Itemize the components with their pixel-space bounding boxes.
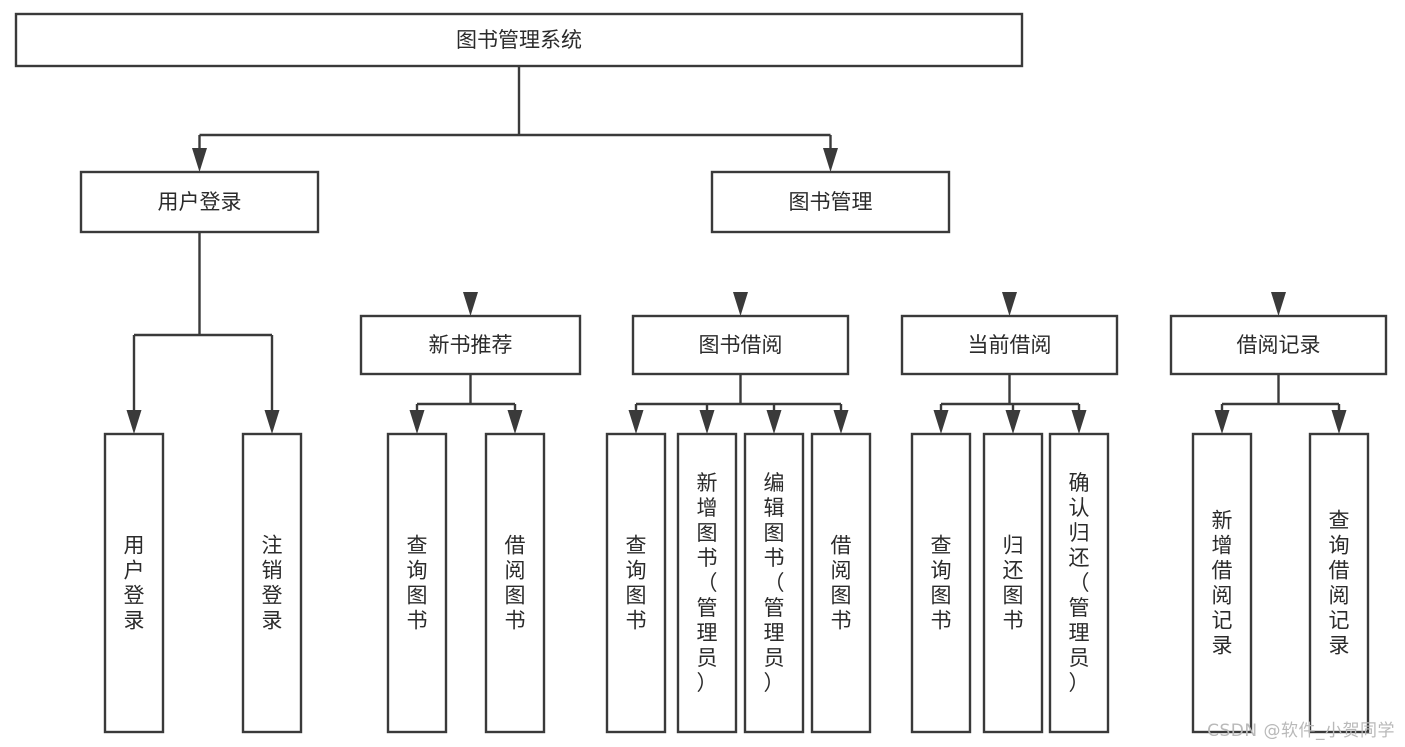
arrow-head-icon bbox=[192, 148, 207, 172]
node-leaf-return-book[interactable]: 归还图书 bbox=[982, 432, 1044, 734]
node-leaf-logout[interactable]: 注销登录 bbox=[241, 432, 303, 734]
node-box bbox=[1048, 432, 1110, 734]
arrow-head-icon bbox=[733, 292, 748, 316]
arrow-head-icon bbox=[933, 410, 949, 434]
node-label: 新增借阅记录 bbox=[1212, 509, 1233, 658]
node-leaf-query-book-2[interactable]: 查询图书 bbox=[605, 432, 667, 734]
node-label: 新书推荐 bbox=[429, 333, 513, 357]
node-box bbox=[910, 432, 972, 734]
node-book-manage[interactable]: 图书管理 bbox=[710, 170, 951, 234]
node-box bbox=[631, 314, 850, 376]
node-leaf-query-book-1[interactable]: 查询图书 bbox=[386, 432, 448, 734]
node-box bbox=[743, 432, 805, 734]
node-label: 用户登录 bbox=[158, 190, 242, 214]
node-label: 查询图书 bbox=[407, 534, 428, 633]
node-label: 查询借阅记录 bbox=[1329, 509, 1350, 658]
node-leaf-add-record[interactable]: 新增借阅记录 bbox=[1191, 432, 1253, 734]
connector-layer bbox=[127, 66, 1347, 434]
node-box bbox=[1191, 432, 1253, 734]
node-box bbox=[982, 432, 1044, 734]
arrow-head-icon bbox=[1002, 292, 1017, 316]
node-label: 注销登录 bbox=[262, 534, 283, 633]
node-new-book-rec[interactable]: 新书推荐 bbox=[359, 314, 582, 376]
arrow-head-icon bbox=[1331, 410, 1347, 434]
node-box bbox=[676, 432, 738, 734]
node-label: 借阅图书 bbox=[831, 534, 852, 633]
arrow-head-icon bbox=[823, 148, 838, 172]
node-label: 借阅记录 bbox=[1237, 333, 1321, 357]
node-box bbox=[1169, 314, 1388, 376]
node-book-borrow[interactable]: 图书借阅 bbox=[631, 314, 850, 376]
node-label: 图书借阅 bbox=[699, 333, 783, 357]
node-box bbox=[241, 432, 303, 734]
arrow-head-icon bbox=[766, 410, 782, 434]
node-leaf-borrow-book-2[interactable]: 借阅图书 bbox=[810, 432, 872, 734]
node-label: 查询图书 bbox=[626, 534, 647, 633]
node-leaf-confirm-return[interactable]: 确认归还（管理员） bbox=[1048, 432, 1110, 734]
arrow-head-icon bbox=[126, 410, 142, 434]
arrow-head-icon bbox=[1214, 410, 1230, 434]
node-current-borrow[interactable]: 当前借阅 bbox=[900, 314, 1119, 376]
node-leaf-query-book-3[interactable]: 查询图书 bbox=[910, 432, 972, 734]
node-label: 用户登录 bbox=[124, 534, 145, 633]
node-label: 借阅图书 bbox=[505, 534, 526, 633]
node-box bbox=[810, 432, 872, 734]
node-label: 图书管理 bbox=[789, 190, 873, 214]
node-box bbox=[710, 170, 951, 234]
node-leaf-edit-book[interactable]: 编辑图书（管理员） bbox=[743, 432, 805, 734]
node-label: 归还图书 bbox=[1003, 534, 1024, 633]
node-label: 新增图书（管理员） bbox=[697, 471, 718, 695]
node-label: 图书管理系统 bbox=[456, 28, 582, 52]
arrow-head-icon bbox=[699, 410, 715, 434]
node-label: 当前借阅 bbox=[968, 333, 1052, 357]
node-box bbox=[79, 170, 320, 234]
node-user-login[interactable]: 用户登录 bbox=[79, 170, 320, 234]
arrow-head-icon bbox=[409, 410, 425, 434]
node-box bbox=[103, 432, 165, 734]
node-layer: 图书管理系统用户登录图书管理新书推荐图书借阅当前借阅借阅记录用户登录注销登录查询… bbox=[14, 12, 1388, 734]
node-box bbox=[386, 432, 448, 734]
arrow-head-icon bbox=[264, 410, 280, 434]
node-leaf-borrow-book-1[interactable]: 借阅图书 bbox=[484, 432, 546, 734]
node-root[interactable]: 图书管理系统 bbox=[14, 12, 1024, 68]
node-box bbox=[900, 314, 1119, 376]
arrow-head-icon bbox=[507, 410, 523, 434]
arrow-head-icon bbox=[463, 292, 478, 316]
node-leaf-user-login[interactable]: 用户登录 bbox=[103, 432, 165, 734]
node-box bbox=[14, 12, 1024, 68]
arrow-head-icon bbox=[628, 410, 644, 434]
arrow-head-icon bbox=[1071, 410, 1087, 434]
node-label: 编辑图书（管理员） bbox=[764, 471, 785, 695]
arrow-head-icon bbox=[1005, 410, 1021, 434]
node-box bbox=[1308, 432, 1370, 734]
node-leaf-query-record[interactable]: 查询借阅记录 bbox=[1308, 432, 1370, 734]
node-label: 查询图书 bbox=[931, 534, 952, 633]
node-box bbox=[359, 314, 582, 376]
arrow-head-icon bbox=[833, 410, 849, 434]
node-box bbox=[605, 432, 667, 734]
arrow-head-icon bbox=[1271, 292, 1286, 316]
node-leaf-add-book[interactable]: 新增图书（管理员） bbox=[676, 432, 738, 734]
csdn-watermark: CSDN @软件_小贺同学 bbox=[1207, 721, 1395, 741]
node-label: 确认归还（管理员） bbox=[1069, 471, 1090, 695]
node-borrow-record[interactable]: 借阅记录 bbox=[1169, 314, 1388, 376]
node-box bbox=[484, 432, 546, 734]
